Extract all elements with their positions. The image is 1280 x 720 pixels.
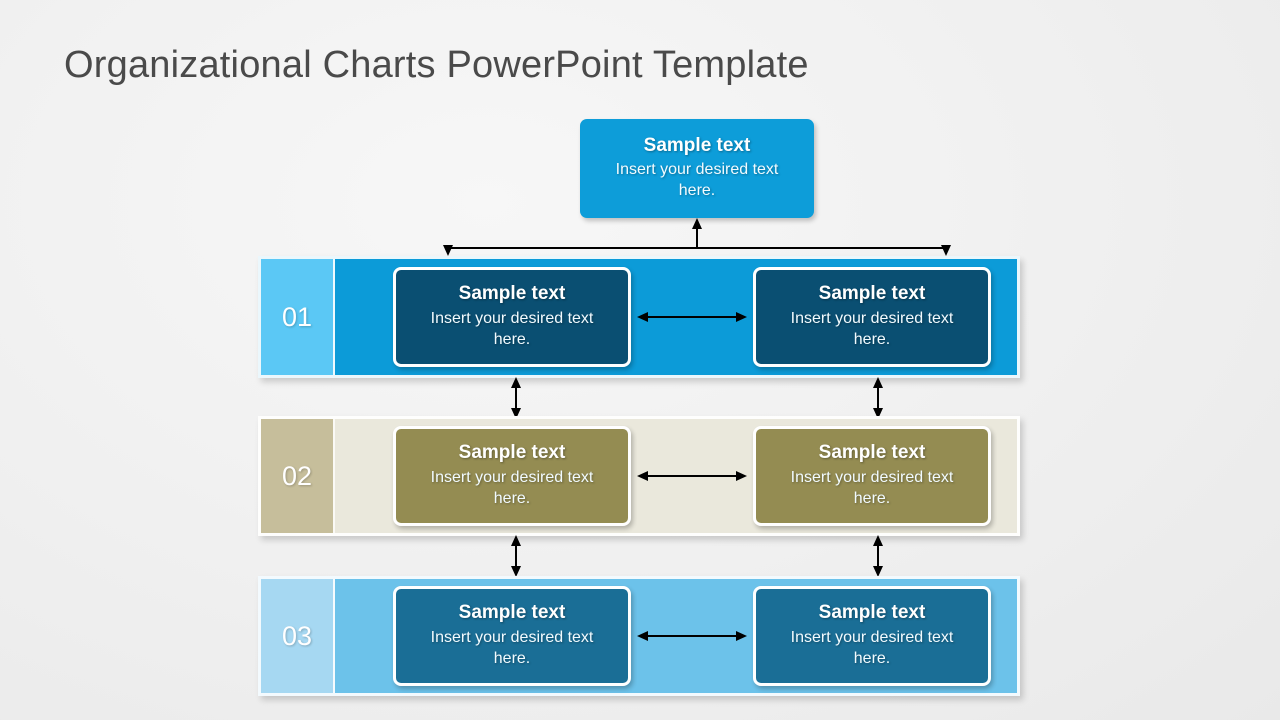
org-card-03-left[interactable]: Sample text Insert your desired text her… — [393, 586, 631, 686]
org-card-02-left[interactable]: Sample text Insert your desired text her… — [393, 426, 631, 526]
tree-connector-arrow-icon — [440, 218, 954, 256]
org-row-02[interactable]: 02 Sample text Insert your desired text … — [258, 416, 1020, 536]
double-headed-vertical-arrow-icon — [869, 377, 887, 419]
org-card-01-right[interactable]: Sample text Insert your desired text her… — [753, 267, 991, 367]
org-card-body: Insert your desired text here. — [430, 468, 594, 507]
org-card-02-right[interactable]: Sample text Insert your desired text her… — [753, 426, 991, 526]
double-headed-vertical-arrow-icon — [507, 535, 525, 577]
org-card-01-left[interactable]: Sample text Insert your desired text her… — [393, 267, 631, 367]
org-row-01[interactable]: 01 Sample text Insert your desired text … — [258, 256, 1020, 378]
org-card-body: Insert your desired text here. — [430, 309, 594, 348]
org-node-title: Sample text — [643, 134, 751, 156]
org-row-content-02: Sample text Insert your desired text her… — [335, 419, 1017, 533]
page-title: Organizational Charts PowerPoint Templat… — [64, 44, 809, 86]
org-row-number-01: 01 — [261, 259, 335, 375]
org-row-content-01: Sample text Insert your desired text her… — [335, 259, 1017, 375]
org-card-title: Sample text — [818, 442, 926, 464]
org-row-number-02: 02 — [261, 419, 335, 533]
org-row-content-03: Sample text Insert your desired text her… — [335, 579, 1017, 693]
org-card-body: Insert your desired text here. — [430, 628, 594, 667]
org-node-body: Insert your desired text here. — [615, 161, 779, 200]
double-headed-vertical-arrow-icon — [507, 377, 525, 419]
org-row-number-03: 03 — [261, 579, 335, 693]
org-card-title: Sample text — [458, 442, 566, 464]
org-card-body: Insert your desired text here. — [790, 628, 954, 667]
org-card-body: Insert your desired text here. — [790, 468, 954, 507]
org-card-title: Sample text — [818, 602, 926, 624]
org-card-title: Sample text — [458, 283, 566, 305]
org-node-root[interactable]: Sample text Insert your desired text her… — [580, 119, 814, 218]
org-card-03-right[interactable]: Sample text Insert your desired text her… — [753, 586, 991, 686]
double-headed-vertical-arrow-icon — [869, 535, 887, 577]
org-card-title: Sample text — [818, 283, 926, 305]
org-row-03[interactable]: 03 Sample text Insert your desired text … — [258, 576, 1020, 696]
double-headed-horizontal-arrow-icon — [637, 468, 747, 484]
org-card-title: Sample text — [458, 602, 566, 624]
double-headed-horizontal-arrow-icon — [637, 628, 747, 644]
double-headed-horizontal-arrow-icon — [637, 309, 747, 325]
org-card-body: Insert your desired text here. — [790, 309, 954, 348]
